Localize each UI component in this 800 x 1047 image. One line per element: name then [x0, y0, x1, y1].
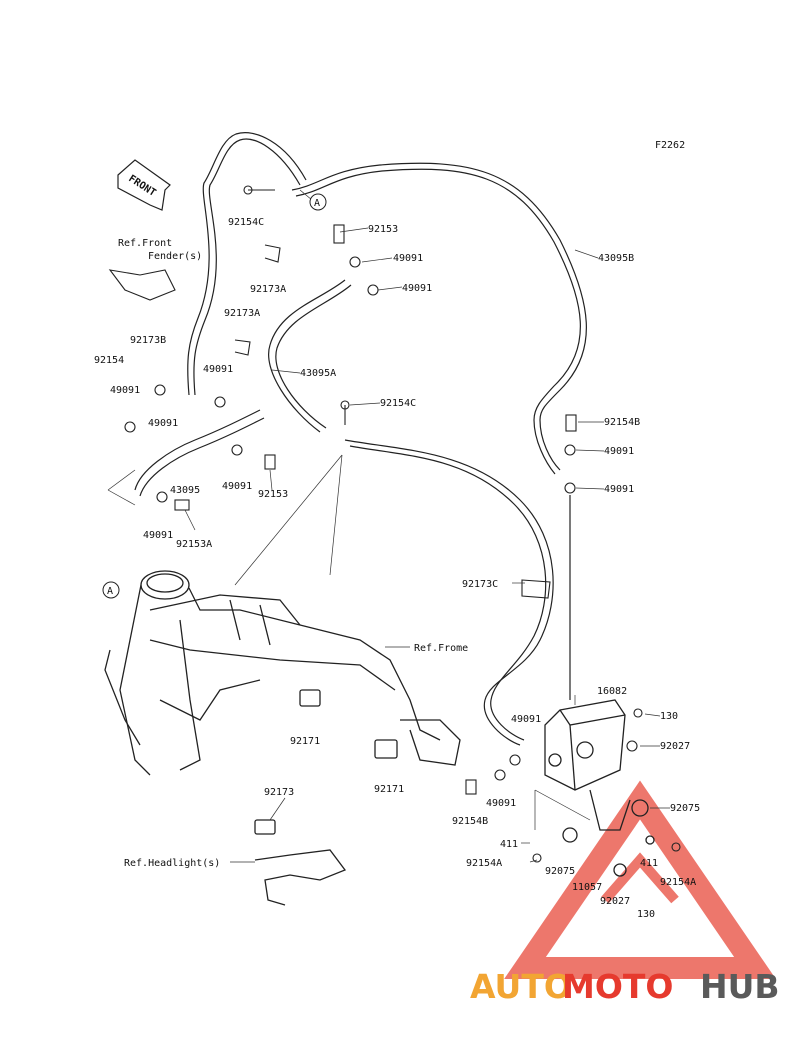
- part-label: 92027: [660, 741, 690, 752]
- part-label: 49091: [148, 418, 178, 429]
- part-label: 92173: [264, 787, 294, 798]
- part-label: 92153: [368, 224, 398, 235]
- part-label: 92173C: [462, 579, 498, 590]
- part-label: 92027: [600, 896, 630, 907]
- watermark-moto: MOTO: [562, 967, 673, 1006]
- part-label: 92075: [545, 866, 575, 877]
- callout-circle-a-top: [309, 193, 327, 211]
- part-label: 130: [660, 711, 678, 722]
- abs-unit: [544, 699, 655, 877]
- front-direction-arrow: FRONT: [117, 159, 171, 211]
- part-label: 92153: [258, 489, 288, 500]
- brake-hoses: [134, 132, 587, 746]
- part-label: 411: [500, 839, 518, 850]
- part-label: 49091: [203, 364, 233, 375]
- part-label: 11057: [572, 882, 602, 893]
- part-label: 43095A: [300, 368, 336, 379]
- watermark-auto: AUTO: [470, 967, 572, 1006]
- callout-a-top: A: [314, 198, 320, 209]
- leader-lines: [107, 189, 670, 863]
- part-label: 92154: [94, 355, 124, 366]
- fittings: [108, 185, 681, 863]
- part-label: 49091: [393, 253, 423, 264]
- part-label: 92154A: [466, 858, 502, 869]
- part-label: 92154C: [380, 398, 416, 409]
- frame: [104, 570, 461, 906]
- part-label: 92154B: [452, 816, 488, 827]
- callout-circle-a-bottom: [102, 581, 120, 599]
- part-label: 49091: [604, 446, 634, 457]
- part-label: 92173B: [130, 335, 166, 346]
- part-label: 92154C: [228, 217, 264, 228]
- watermark-logo-triangle: [504, 780, 776, 979]
- ref-front-fender-line2: Fender(s): [148, 251, 202, 262]
- watermark-text: AUTO MOTO HUB: [470, 967, 780, 1006]
- part-label: 92153A: [176, 539, 212, 550]
- ref-headlight: Ref.Headlight(s): [124, 858, 220, 869]
- part-label: 92154A: [660, 877, 696, 888]
- part-label: 49091: [511, 714, 541, 725]
- part-label: 49091: [486, 798, 516, 809]
- part-label: 92075: [670, 803, 700, 814]
- part-label: 49091: [402, 283, 432, 294]
- part-label: 43095B: [598, 253, 634, 264]
- part-label: 49091: [143, 530, 173, 541]
- part-label: 49091: [110, 385, 140, 396]
- part-label: 43095: [170, 485, 200, 496]
- part-label: 411: [640, 858, 658, 869]
- part-label: 92171: [374, 784, 404, 795]
- watermark-hub: HUB: [700, 967, 780, 1006]
- part-label: 49091: [222, 481, 252, 492]
- part-label: 16082: [597, 686, 627, 697]
- figure-code: F2262: [655, 140, 685, 151]
- callout-a-bottom: A: [107, 586, 113, 597]
- part-label: 49091: [604, 484, 634, 495]
- part-label: 92173A: [250, 284, 286, 295]
- ref-front-fender-line1: Ref.Front: [118, 238, 172, 249]
- part-label: 130: [637, 909, 655, 920]
- part-label: 92154B: [604, 417, 640, 428]
- ref-frame: Ref.Frome: [414, 643, 468, 654]
- part-label: 92173A: [224, 308, 260, 319]
- part-label: 92171: [290, 736, 320, 747]
